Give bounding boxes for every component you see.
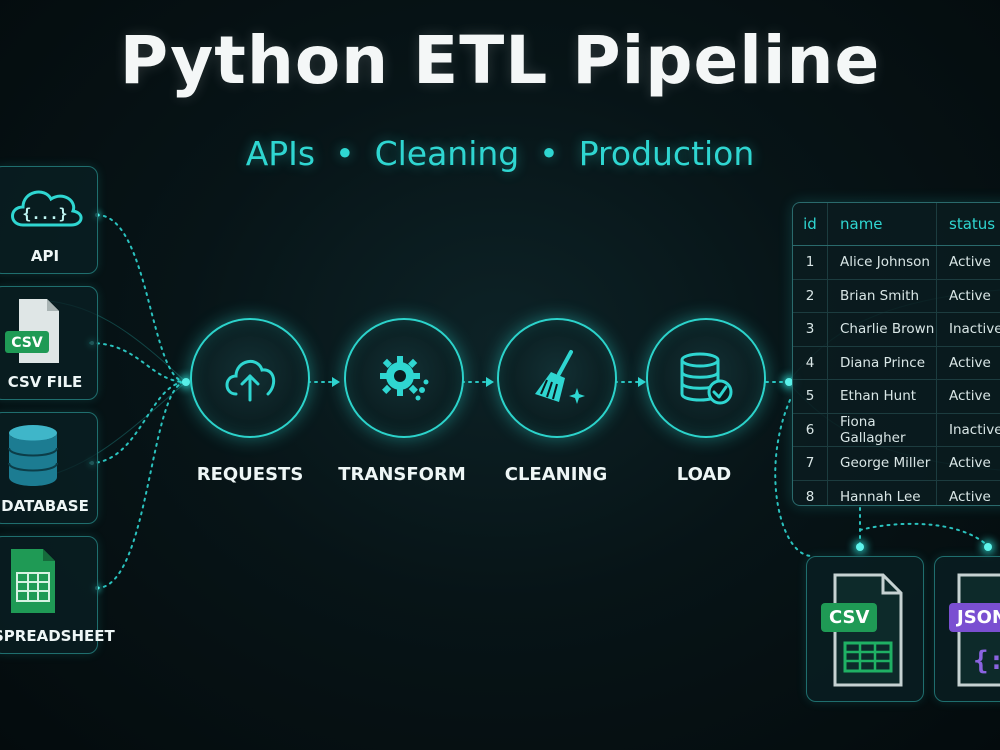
cell-id: 4 bbox=[793, 345, 828, 380]
json-glyph: {: bbox=[973, 646, 1000, 676]
subtitle-apis: APIs bbox=[245, 134, 316, 173]
csv-output-badge: CSV bbox=[821, 603, 878, 632]
api-braces: {...} bbox=[22, 205, 67, 223]
cell-status: Active bbox=[949, 254, 991, 271]
source-label: SPREADSHEET bbox=[0, 627, 115, 645]
stage-label: TRANSFORM bbox=[338, 464, 466, 485]
column-header-id: id bbox=[793, 203, 828, 246]
cell-id: 8 bbox=[793, 479, 828, 505]
stage-load bbox=[646, 318, 766, 438]
cell-name: Hannah Lee bbox=[827, 479, 937, 505]
cell-status: Active bbox=[936, 379, 1000, 413]
subtitle: APIs • Cleaning • Production bbox=[0, 134, 1000, 173]
stage-label: REQUESTS bbox=[196, 464, 304, 485]
cell-name: Fiona Gallagher bbox=[827, 412, 937, 447]
subtitle-separator: • bbox=[335, 134, 355, 173]
stage-requests bbox=[190, 318, 310, 438]
load-output-node bbox=[785, 378, 793, 386]
source-api: {...} API bbox=[0, 166, 98, 274]
stage-label: CLEANING bbox=[504, 464, 608, 485]
cell-status: Active bbox=[936, 278, 1000, 313]
cell-id: 6 bbox=[793, 412, 828, 447]
cell-name: Brian Smith bbox=[827, 278, 937, 313]
page-title: Python ETL Pipeline bbox=[119, 22, 881, 99]
csv-file-icon: CSV bbox=[5, 299, 59, 363]
csv-badge: CSV bbox=[11, 335, 43, 351]
cell-id: 3 bbox=[793, 312, 828, 346]
source-spreadsheet: SPREADSHEET bbox=[0, 536, 115, 654]
table-output-node bbox=[856, 543, 864, 551]
output-json: {: JSON bbox=[934, 556, 1000, 702]
spreadsheet-icon bbox=[11, 549, 55, 613]
source-label: DATABASE bbox=[1, 497, 89, 515]
cloud-upload-icon bbox=[225, 360, 276, 402]
stage-cleaning bbox=[497, 318, 617, 438]
json-output-badge: JSON bbox=[949, 603, 1000, 632]
table-output-node bbox=[984, 543, 992, 551]
hub-node bbox=[182, 378, 190, 386]
cell-name: George Miller bbox=[827, 446, 937, 480]
subtitle-production: Production bbox=[578, 134, 755, 173]
source-database: DATABASE bbox=[0, 412, 98, 524]
cell-name: Charlie Brown bbox=[827, 312, 937, 346]
cell-name: Diana Prince bbox=[827, 345, 937, 380]
column-header-name: name bbox=[827, 203, 937, 246]
cell-name: Ethan Hunt bbox=[827, 379, 937, 413]
cloud-braces-icon: {...} bbox=[11, 190, 83, 227]
subtitle-separator: • bbox=[539, 134, 559, 173]
table-header-row: id name status bbox=[793, 203, 1000, 246]
source-label: API bbox=[30, 247, 60, 265]
stage-transform bbox=[344, 318, 464, 438]
subtitle-cleaning: Cleaning bbox=[374, 134, 520, 173]
broom-icon bbox=[535, 350, 585, 404]
source-label: CSV FILE bbox=[7, 373, 83, 391]
cell-status: Active bbox=[936, 479, 1000, 505]
cell-id: 5 bbox=[793, 379, 828, 413]
stage-label: LOAD bbox=[676, 464, 732, 485]
database-check-icon bbox=[680, 352, 733, 405]
cell-id: 7 bbox=[793, 446, 828, 480]
cell-status: Active bbox=[936, 446, 1000, 480]
database-icon bbox=[8, 425, 58, 486]
gear-icon bbox=[380, 356, 429, 401]
column-header-status: status bbox=[936, 203, 1000, 246]
cell-status: Active bbox=[936, 345, 1000, 380]
cell-id: 2 bbox=[793, 278, 828, 313]
output-csv: CSV bbox=[806, 556, 924, 702]
cell-name: Alice Johnson bbox=[827, 245, 937, 279]
cell-status: Inactive bbox=[936, 412, 1000, 447]
cell-status: Inactive bbox=[936, 312, 1000, 346]
source-csv-file: CSV CSV FILE bbox=[0, 286, 98, 400]
cell-id: 1 bbox=[793, 245, 828, 279]
